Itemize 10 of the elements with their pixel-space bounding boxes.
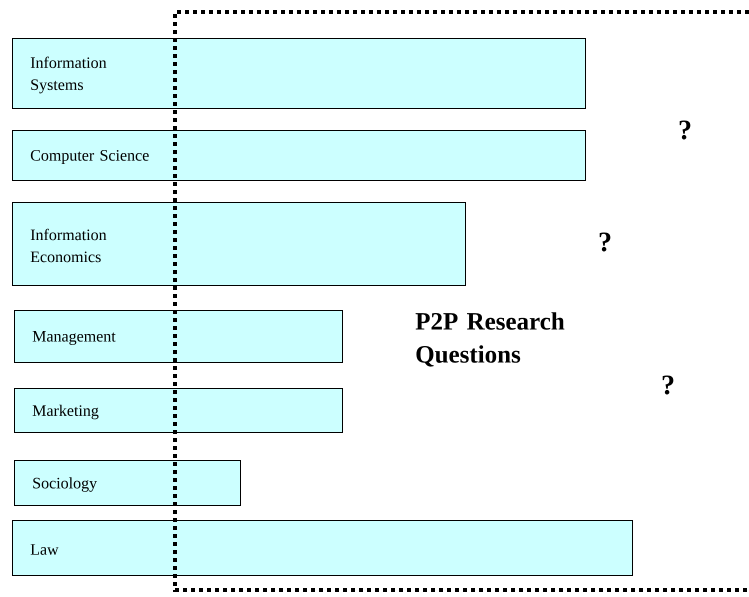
bar: Sociology [14,460,241,506]
bar: Information Systems [12,38,586,109]
bar: Information Economics [12,202,466,286]
bar: Management [14,310,343,363]
question-mark: ? [680,120,690,140]
bar: Computer Science [12,130,586,181]
question-mark: ? [600,232,610,252]
bar: Marketing [14,388,343,433]
question-mark: ? [662,376,674,394]
bar: Law [12,520,633,576]
